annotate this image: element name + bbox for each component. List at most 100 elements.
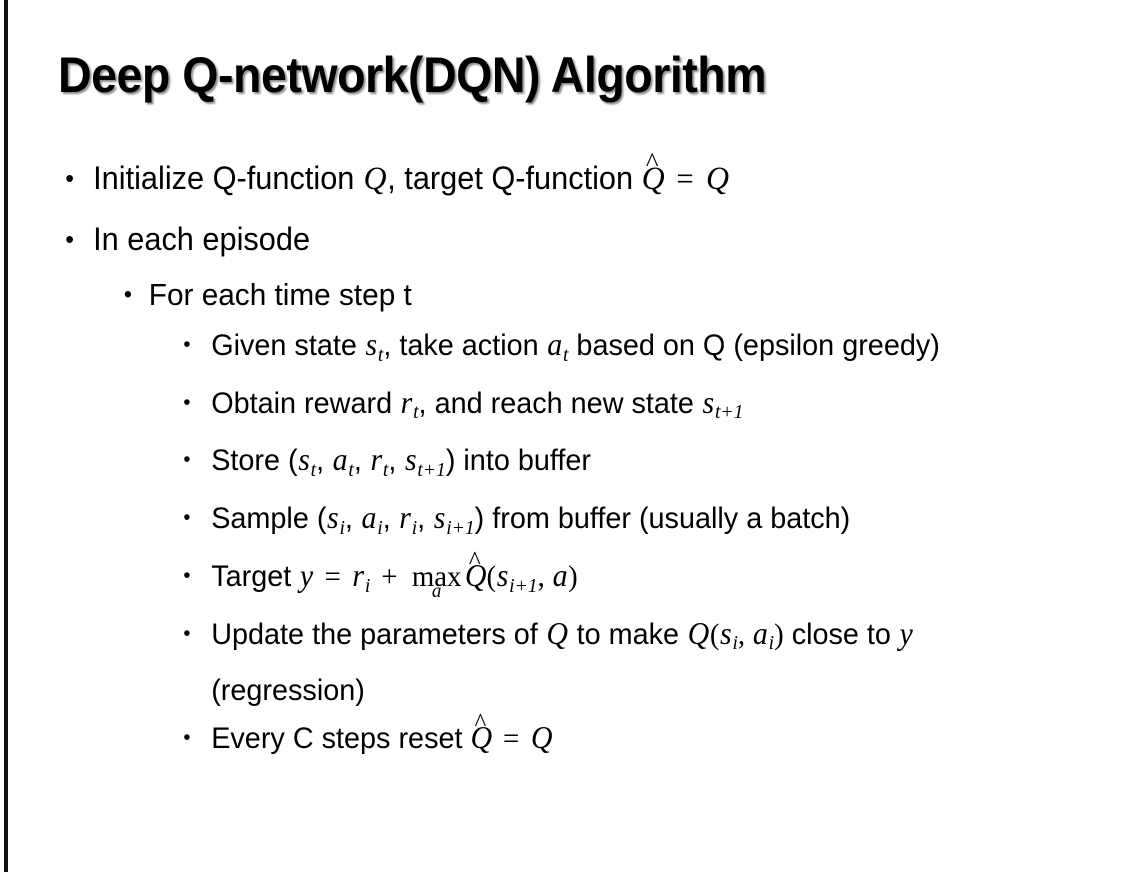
list-item: • Given state st, take action at based o… — [0, 321, 1079, 379]
list-item: • In each episode — [0, 209, 1079, 269]
list-item-text: Every C steps reset ^Q = Q — [211, 709, 1054, 762]
bullet-list: • Initialize Q-function Q, target Q-func… — [0, 148, 1124, 762]
text-run: Sample ( — [211, 502, 327, 536]
math-q: Q — [687, 615, 710, 651]
text-run: , target Q-function — [387, 160, 642, 196]
bullet-marker: • — [183, 506, 191, 530]
text-run: Store ( — [211, 444, 298, 478]
math-subscript: t — [413, 401, 419, 424]
math-q: Q — [530, 720, 553, 756]
text-run: , — [316, 444, 333, 478]
math-a: a — [547, 327, 563, 362]
math-subscript: t — [310, 459, 317, 482]
math-subscript: t — [382, 459, 389, 482]
bullet-marker: • — [183, 448, 191, 472]
text-run: Update the parameters of — [211, 617, 546, 651]
text-run: , and reach new state — [418, 386, 702, 420]
list-item-text: Given state st, take action at based on … — [211, 321, 1054, 379]
text-run: , — [388, 444, 405, 478]
bullet-marker: • — [183, 563, 191, 587]
list-item-text: Update the parameters of Q to make Q(si,… — [211, 610, 1054, 715]
math-a: a — [361, 500, 377, 536]
text-run: Initialize Q-function — [93, 160, 363, 196]
bullet-marker: • — [183, 333, 191, 356]
math-s: s — [702, 384, 715, 420]
math-subscript: t — [348, 459, 354, 482]
math-a: a — [332, 442, 348, 478]
math-s: s — [496, 557, 509, 593]
math-s: s — [433, 500, 446, 536]
math-symbol: Q — [470, 720, 493, 756]
list-item: • For each time step t — [0, 269, 1079, 321]
text-run: ) into buffer — [445, 444, 591, 478]
math-q: Q — [363, 160, 387, 197]
bullet-marker: • — [123, 281, 132, 308]
math-equals: = — [495, 722, 527, 756]
math-subscript: i — [411, 516, 418, 539]
math-paren-open: ( — [709, 617, 720, 651]
math-paren-close: ) — [568, 559, 578, 593]
list-item: • Obtain reward rt, and reach new state … — [0, 379, 1079, 437]
list-item-text: For each time step t — [148, 277, 412, 312]
math-q-hat: ^Q — [641, 148, 665, 197]
math-y: y — [899, 615, 913, 651]
bullet-marker: • — [65, 224, 75, 254]
text-run: Obtain reward — [211, 386, 401, 420]
text-run: ) from buffer (usually a batch) — [474, 502, 851, 536]
math-q: Q — [706, 160, 730, 197]
math-a: a — [552, 557, 568, 593]
list-item: • Store (st, at, rt, st+1) into buffer — [0, 436, 1079, 494]
math-subscript: i — [732, 632, 738, 655]
text-run: , take action — [383, 329, 547, 362]
math-subscript: i+1 — [509, 574, 538, 597]
math-r: r — [352, 557, 365, 593]
math-symbol: Q — [641, 160, 665, 197]
math-comma: , — [737, 617, 753, 651]
math-paren-close: ) — [774, 617, 784, 651]
math-subscript: t+1 — [417, 459, 446, 482]
math-subscript: i — [339, 516, 345, 539]
math-s: s — [404, 442, 417, 478]
bullet-marker: • — [183, 726, 191, 750]
math-subscript: t — [377, 343, 384, 366]
text-run: Given state — [211, 329, 365, 362]
max-limit: a — [431, 579, 442, 602]
math-equals: = — [668, 160, 702, 196]
text-run: (regression) — [211, 674, 365, 708]
text-run: Every C steps reset — [211, 722, 471, 756]
list-item-text: Initialize Q-function Q, target Q-functi… — [93, 148, 1079, 209]
text-run: based on Q (epsilon greedy) — [568, 329, 940, 362]
list-item-text: Store (st, at, rt, st+1) into buffer — [211, 436, 1054, 494]
list-item-text: Obtain reward rt, and reach new state st… — [211, 379, 1054, 437]
math-r: r — [400, 384, 413, 420]
text-run: , — [344, 502, 361, 536]
math-a: a — [752, 615, 768, 651]
text-run: , — [353, 444, 370, 478]
math-subscript: i — [364, 574, 371, 597]
math-comma: , — [537, 559, 552, 593]
list-item: • Every C steps reset ^Q = Q — [0, 709, 1079, 762]
math-subscript: i — [377, 516, 383, 539]
list-item-text: In each episode — [93, 221, 311, 257]
math-subscript: i+1 — [446, 516, 475, 539]
math-symbol: Q — [464, 557, 487, 593]
list-item: • Initialize Q-function Q, target Q-func… — [0, 148, 1079, 209]
math-r: r — [370, 442, 383, 478]
math-s: s — [327, 500, 339, 536]
bullet-marker: • — [183, 621, 191, 645]
math-plus: + — [374, 559, 405, 593]
text-run: , — [417, 502, 434, 536]
math-equals: = — [317, 559, 349, 593]
math-s: s — [720, 615, 732, 651]
max-label: max — [411, 559, 462, 593]
math-subscript: t — [562, 343, 569, 366]
page-title: Deep Q-network(DQN) Algorithm — [58, 47, 767, 103]
list-item: • Update the parameters of Q to make Q(s… — [0, 610, 1079, 715]
math-s: s — [365, 327, 378, 362]
math-y: y — [299, 557, 314, 593]
bullet-marker: • — [183, 390, 191, 414]
math-subscript: i — [768, 632, 775, 655]
